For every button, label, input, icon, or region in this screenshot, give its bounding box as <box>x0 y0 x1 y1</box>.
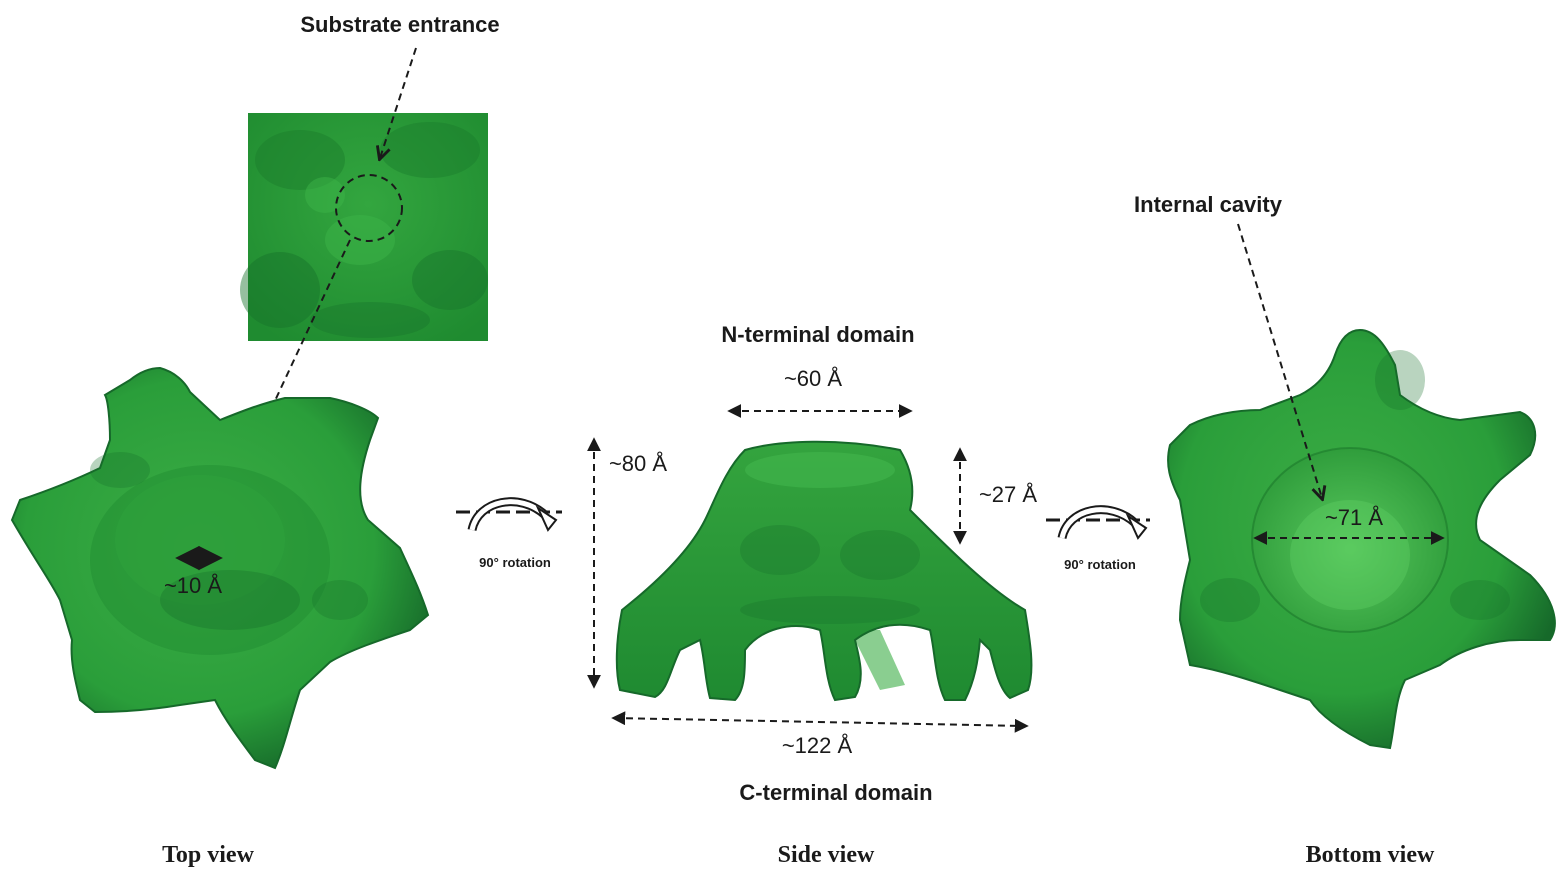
substrate-entrance-label: Substrate entrance <box>300 12 499 37</box>
internal-cavity-label: Internal cavity <box>1134 192 1283 217</box>
bottom-view-caption: Bottom view <box>1306 842 1435 868</box>
n-term-height-label: ~27 Å <box>979 482 1037 507</box>
rotation-arrow-icon-left <box>456 497 562 532</box>
zoom-inset <box>240 113 488 341</box>
pore-width-label: ~10 Å <box>164 573 222 598</box>
rotation-arrow-icon-right <box>1046 505 1150 540</box>
n-term-width-label: ~60 Å <box>784 366 842 391</box>
side-view-caption: Side view <box>778 842 875 868</box>
base-width-arrow <box>611 711 1029 733</box>
height-label: ~80 Å <box>609 451 667 476</box>
rotation-label-left: 90° rotation <box>479 555 551 570</box>
cavity-width-label: ~71 Å <box>1325 505 1383 530</box>
entrance-arrow <box>380 47 417 158</box>
c-terminal-label: C-terminal domain <box>739 780 932 805</box>
top-view-caption: Top view <box>162 842 254 868</box>
rotation-label-right: 90° rotation <box>1064 557 1136 572</box>
base-width-label: ~122 Å <box>782 733 853 758</box>
bottom-view-structure <box>1167 328 1556 750</box>
side-view-structure <box>615 440 1033 702</box>
top-view-structure <box>10 366 430 770</box>
entrance-highlight-circle <box>335 174 403 242</box>
n-terminal-label: N-terminal domain <box>721 322 914 347</box>
